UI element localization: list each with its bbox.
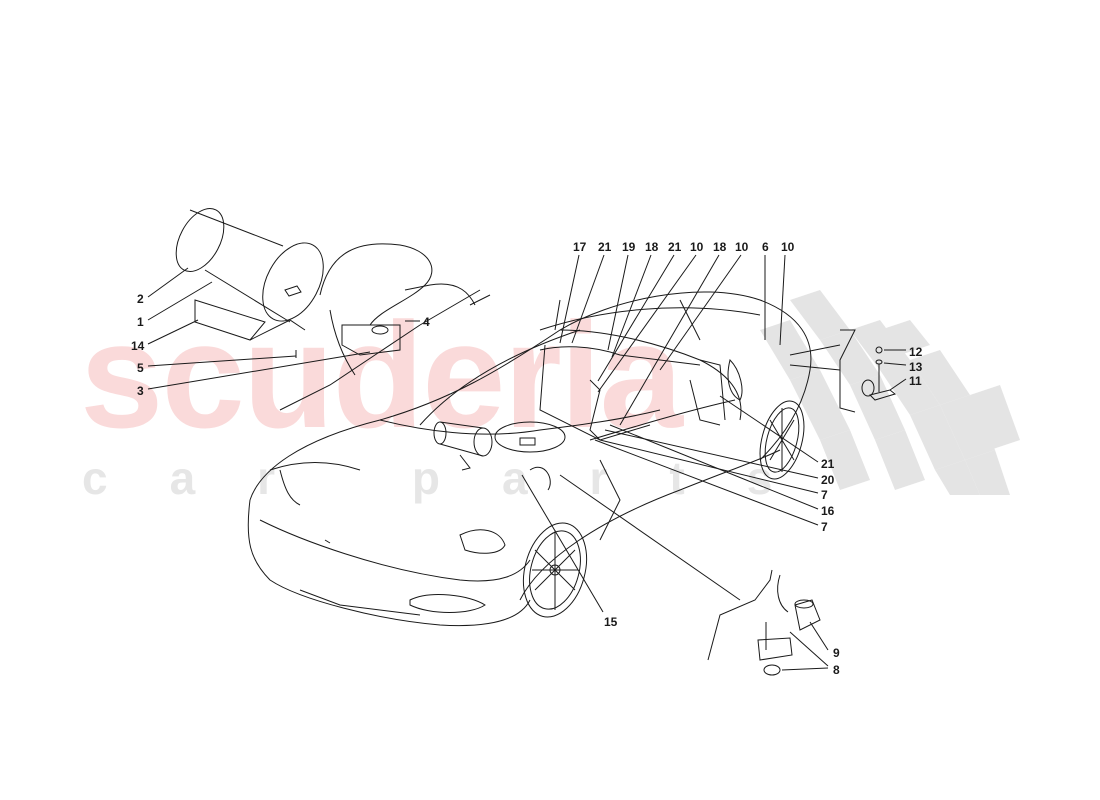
installed-extinguisher-icon: [433, 421, 493, 471]
callout-4: 4: [423, 315, 430, 329]
callout-1: 1: [137, 315, 144, 329]
front-wheel-icon: [522, 522, 588, 618]
callout-10: 10: [781, 240, 795, 254]
callout-14: 14: [131, 339, 145, 353]
fill-nozzle-icon: [757, 574, 821, 676]
callout-16: 16: [821, 504, 835, 518]
callout-10: 10: [690, 240, 704, 254]
callout-9: 9: [833, 646, 840, 660]
callout-3: 3: [137, 384, 144, 398]
callout-21: 21: [668, 240, 682, 254]
callout-13: 13: [909, 360, 923, 374]
callout-7: 7: [821, 488, 828, 502]
callout-15: 15: [604, 615, 618, 629]
rear-wheel-icon: [759, 400, 805, 480]
callout-8: 8: [833, 663, 840, 677]
callout-20: 20: [821, 473, 835, 487]
callout-10: 10: [735, 240, 749, 254]
callout-6: 6: [762, 240, 769, 254]
callout-21: 21: [598, 240, 612, 254]
car-body-outline: [247, 291, 812, 627]
callout-5: 5: [137, 361, 144, 375]
callout-7: 7: [821, 520, 828, 534]
callout-18: 18: [645, 240, 659, 254]
pipe-clamp-icon: [861, 346, 897, 401]
callout-2: 2: [137, 292, 144, 306]
callout-19: 19: [622, 240, 636, 254]
callout-12: 12: [909, 345, 923, 359]
callout-18: 18: [713, 240, 727, 254]
callout-11: 11: [909, 374, 922, 388]
watermark-subtitle: car parts: [82, 452, 835, 504]
callout-17: 17: [573, 240, 587, 254]
extinguisher-cylinder-icon: [175, 208, 324, 323]
callout-21: 21: [821, 457, 835, 471]
